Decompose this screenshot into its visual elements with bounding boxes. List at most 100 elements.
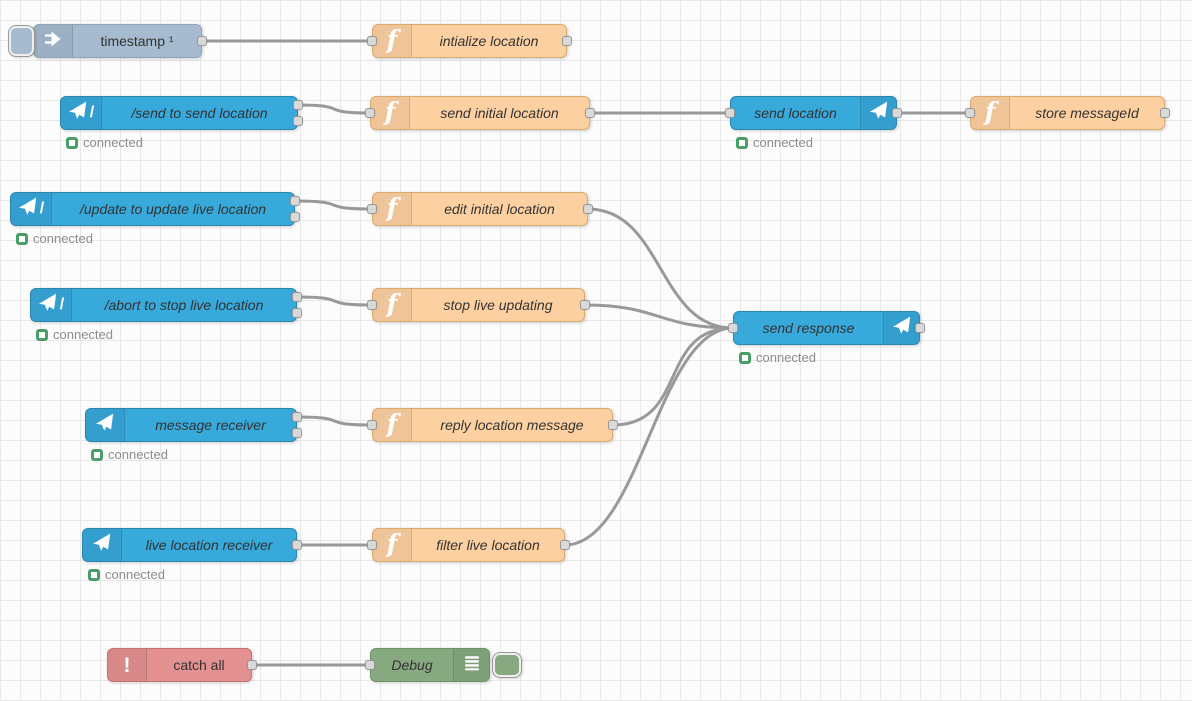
wire[interactable] <box>294 199 373 211</box>
node-tg-abort-cmd[interactable]: //abort to stop live location <box>30 288 297 322</box>
status-text: connected <box>753 135 813 150</box>
node-icon-strip <box>83 529 122 561</box>
function-icon: f <box>386 529 398 558</box>
status-ring-icon <box>739 351 751 364</box>
output-port[interactable] <box>247 660 257 670</box>
debug-list-icon <box>464 655 480 676</box>
node-catch-all[interactable]: ! catch all <box>107 648 252 682</box>
input-port[interactable] <box>728 323 738 333</box>
node-tg-send-cmd[interactable]: / /send to send location <box>60 96 298 130</box>
node-label: reply location message <box>440 417 584 433</box>
debug-toggle-button[interactable] <box>492 652 522 678</box>
output-port[interactable] <box>560 540 570 550</box>
input-port[interactable] <box>365 108 375 118</box>
node-icon-strip <box>86 409 125 441</box>
node-icon-strip: f <box>373 193 412 225</box>
wire[interactable] <box>587 207 734 330</box>
wire[interactable] <box>564 326 734 547</box>
node-status: connected <box>36 327 113 342</box>
wire[interactable] <box>296 415 373 427</box>
output-port[interactable] <box>562 36 572 46</box>
node-debug[interactable]: Debug <box>370 648 490 682</box>
status-ring-icon <box>66 136 78 149</box>
input-port[interactable] <box>367 420 377 430</box>
inject-button-face <box>11 28 32 54</box>
wire[interactable] <box>296 295 373 307</box>
node-icon-strip: / <box>61 97 102 129</box>
node-label: intialize location <box>439 33 539 49</box>
output-port[interactable] <box>292 308 302 318</box>
input-port[interactable] <box>367 300 377 310</box>
node-label: filter live location <box>436 537 540 553</box>
status-ring-icon <box>88 568 100 581</box>
output-port[interactable] <box>608 420 618 430</box>
command-slash-icon: / <box>89 104 95 121</box>
status-text: connected <box>756 350 816 365</box>
node-tg-send-location[interactable]: send location <box>730 96 897 130</box>
node-label: catch all <box>173 657 225 673</box>
node-label: message receiver <box>155 417 266 433</box>
node-label: stop live updating <box>443 297 553 313</box>
wire[interactable] <box>297 103 371 115</box>
node-status: connected <box>736 135 813 150</box>
output-port[interactable] <box>915 323 925 333</box>
node-icon-strip: f <box>373 409 412 441</box>
output-port[interactable] <box>293 116 303 126</box>
node-label: /update to update live location <box>79 201 267 217</box>
output-port[interactable] <box>197 36 207 46</box>
node-status: connected <box>16 231 93 246</box>
node-inject-timestamp[interactable]: timestamp ¹ <box>33 24 202 58</box>
input-port[interactable] <box>725 108 735 118</box>
function-icon: f <box>984 97 996 126</box>
node-fn-store-messageid[interactable]: f store messageId <box>970 96 1165 130</box>
node-status: connected <box>66 135 143 150</box>
node-fn-reply-location[interactable]: f reply location message <box>372 408 613 442</box>
input-port[interactable] <box>367 204 377 214</box>
output-port[interactable] <box>292 292 302 302</box>
input-port[interactable] <box>365 660 375 670</box>
node-label: /send to send location <box>131 105 268 121</box>
status-ring-icon <box>91 448 103 461</box>
telegram-plane-icon <box>95 413 115 437</box>
output-port[interactable] <box>293 100 303 110</box>
output-port[interactable] <box>583 204 593 214</box>
node-label: store messageId <box>1035 105 1139 121</box>
telegram-plane-icon <box>68 101 88 125</box>
node-status: connected <box>88 567 165 582</box>
input-port[interactable] <box>367 540 377 550</box>
output-port[interactable] <box>580 300 590 310</box>
output-port[interactable] <box>1160 108 1170 118</box>
input-port[interactable] <box>367 36 377 46</box>
node-icon-strip: f <box>373 289 412 321</box>
node-fn-filter-live[interactable]: f filter live location <box>372 528 565 562</box>
node-tg-send-response[interactable]: send response <box>733 311 920 345</box>
node-tg-message-receiver[interactable]: message receiver <box>85 408 297 442</box>
node-fn-stop-live[interactable]: f stop live updating <box>372 288 585 322</box>
output-port[interactable] <box>292 428 302 438</box>
node-icon-strip: ! <box>108 649 147 681</box>
node-label: Debug <box>391 657 433 673</box>
inject-button[interactable] <box>8 25 35 57</box>
node-tg-live-receiver[interactable]: live location receiver <box>82 528 297 562</box>
inject-arrow-icon <box>43 29 63 54</box>
node-label: /abort to stop live location <box>104 297 264 313</box>
output-port[interactable] <box>892 108 902 118</box>
output-port[interactable] <box>292 540 302 550</box>
status-ring-icon <box>16 232 28 245</box>
wire[interactable] <box>584 303 734 330</box>
output-port[interactable] <box>292 412 302 422</box>
telegram-plane-icon <box>92 533 112 557</box>
output-port[interactable] <box>290 196 300 206</box>
wire[interactable] <box>612 326 734 427</box>
input-port[interactable] <box>965 108 975 118</box>
output-port[interactable] <box>585 108 595 118</box>
node-icon-strip <box>453 649 489 681</box>
function-icon: f <box>384 97 396 126</box>
output-port[interactable] <box>290 212 300 222</box>
node-tg-update-cmd[interactable]: //update to update live location <box>10 192 295 226</box>
catch-exclamation-icon: ! <box>123 653 131 677</box>
